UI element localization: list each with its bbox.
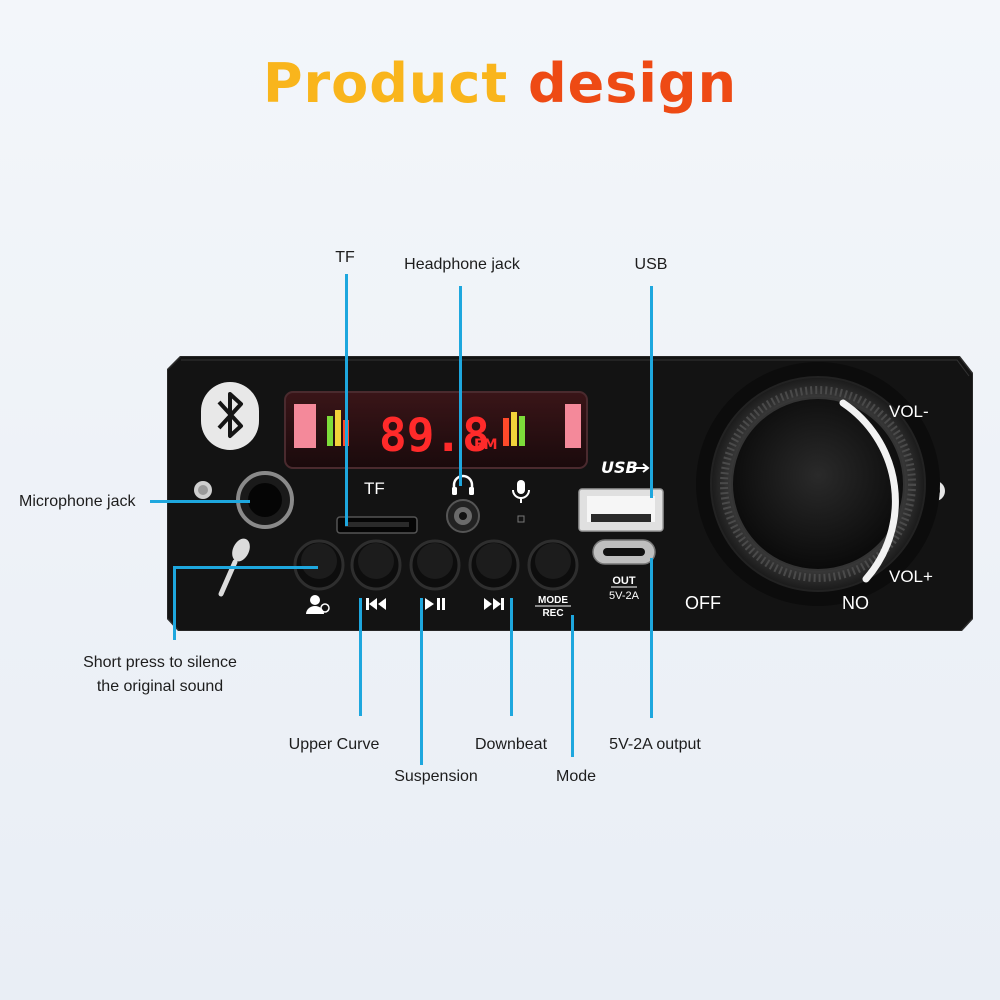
- voice-cancel-button[interactable]: [293, 539, 345, 591]
- label-short-press-line2: the original sound: [96, 678, 224, 695]
- label-tf: TF: [335, 249, 355, 266]
- next-track-button[interactable]: [468, 539, 520, 591]
- volume-knob[interactable]: [696, 362, 940, 606]
- vol-plus-label: VOL+: [889, 567, 933, 586]
- callout-line-downbeat: [510, 598, 513, 716]
- callout-line-short-press-h: [173, 566, 318, 569]
- mic-small-icon: [512, 480, 530, 523]
- label-mode: Mode: [555, 768, 597, 785]
- off-label: OFF: [685, 593, 721, 613]
- usb-c-port[interactable]: [592, 539, 656, 565]
- title-word-product: Product: [262, 52, 509, 115]
- bluetooth-icon: [201, 382, 259, 450]
- play-pause-button[interactable]: [409, 539, 461, 591]
- next-track-icon: [484, 598, 504, 610]
- title-word-design: design: [528, 52, 738, 115]
- tf-print: TF: [364, 479, 385, 498]
- label-5v-2a-output: 5V-2A output: [609, 736, 701, 753]
- label-microphone-jack: Microphone jack: [19, 493, 136, 510]
- out-rating-print: 5V-2A: [609, 590, 640, 602]
- callout-line-suspension: [420, 598, 423, 765]
- callout-line-tf: [345, 274, 348, 526]
- play-pause-icon: [425, 598, 445, 610]
- callout-line-output: [650, 558, 653, 718]
- label-usb: USB: [634, 256, 668, 273]
- usb-logo: USB: [601, 458, 638, 477]
- vol-minus-label: VOL-: [889, 402, 929, 421]
- callout-line-headphone: [459, 286, 462, 486]
- callout-line-microphone: [150, 500, 250, 503]
- callout-line-mode: [571, 615, 574, 757]
- mp3-decoder-panel: 89.8 FM TF USB OUT 5V-2A: [167, 356, 973, 631]
- volume-arc: [839, 399, 899, 583]
- led-display: 89.8 FM: [284, 391, 588, 469]
- previous-track-button[interactable]: [350, 539, 402, 591]
- callout-line-short-press-v: [173, 566, 176, 640]
- label-downbeat: Downbeat: [474, 736, 548, 753]
- mode-button[interactable]: [527, 539, 579, 591]
- callout-line-upper-curve: [359, 598, 362, 716]
- display-unit: FM: [474, 437, 498, 453]
- usb-port[interactable]: [578, 488, 664, 532]
- label-upper-curve: Upper Curve: [288, 736, 380, 753]
- rec-print: REC: [542, 608, 563, 619]
- headphone-jack[interactable]: [446, 499, 480, 533]
- voice-cancel-icon: [306, 595, 330, 614]
- on-label: NO: [842, 593, 869, 613]
- display-frequency: 89.8: [379, 408, 490, 462]
- mode-print: MODE: [538, 595, 568, 606]
- headphone-icon: [452, 474, 474, 495]
- label-short-press-line1: Short press to silence: [83, 654, 237, 671]
- callout-line-usb: [650, 286, 653, 498]
- page-title: Product design: [0, 52, 1000, 115]
- out-print: OUT: [612, 575, 636, 587]
- label-headphone-jack: Headphone jack: [404, 256, 520, 273]
- previous-track-icon: [366, 598, 386, 610]
- label-suspension: Suspension: [394, 768, 478, 785]
